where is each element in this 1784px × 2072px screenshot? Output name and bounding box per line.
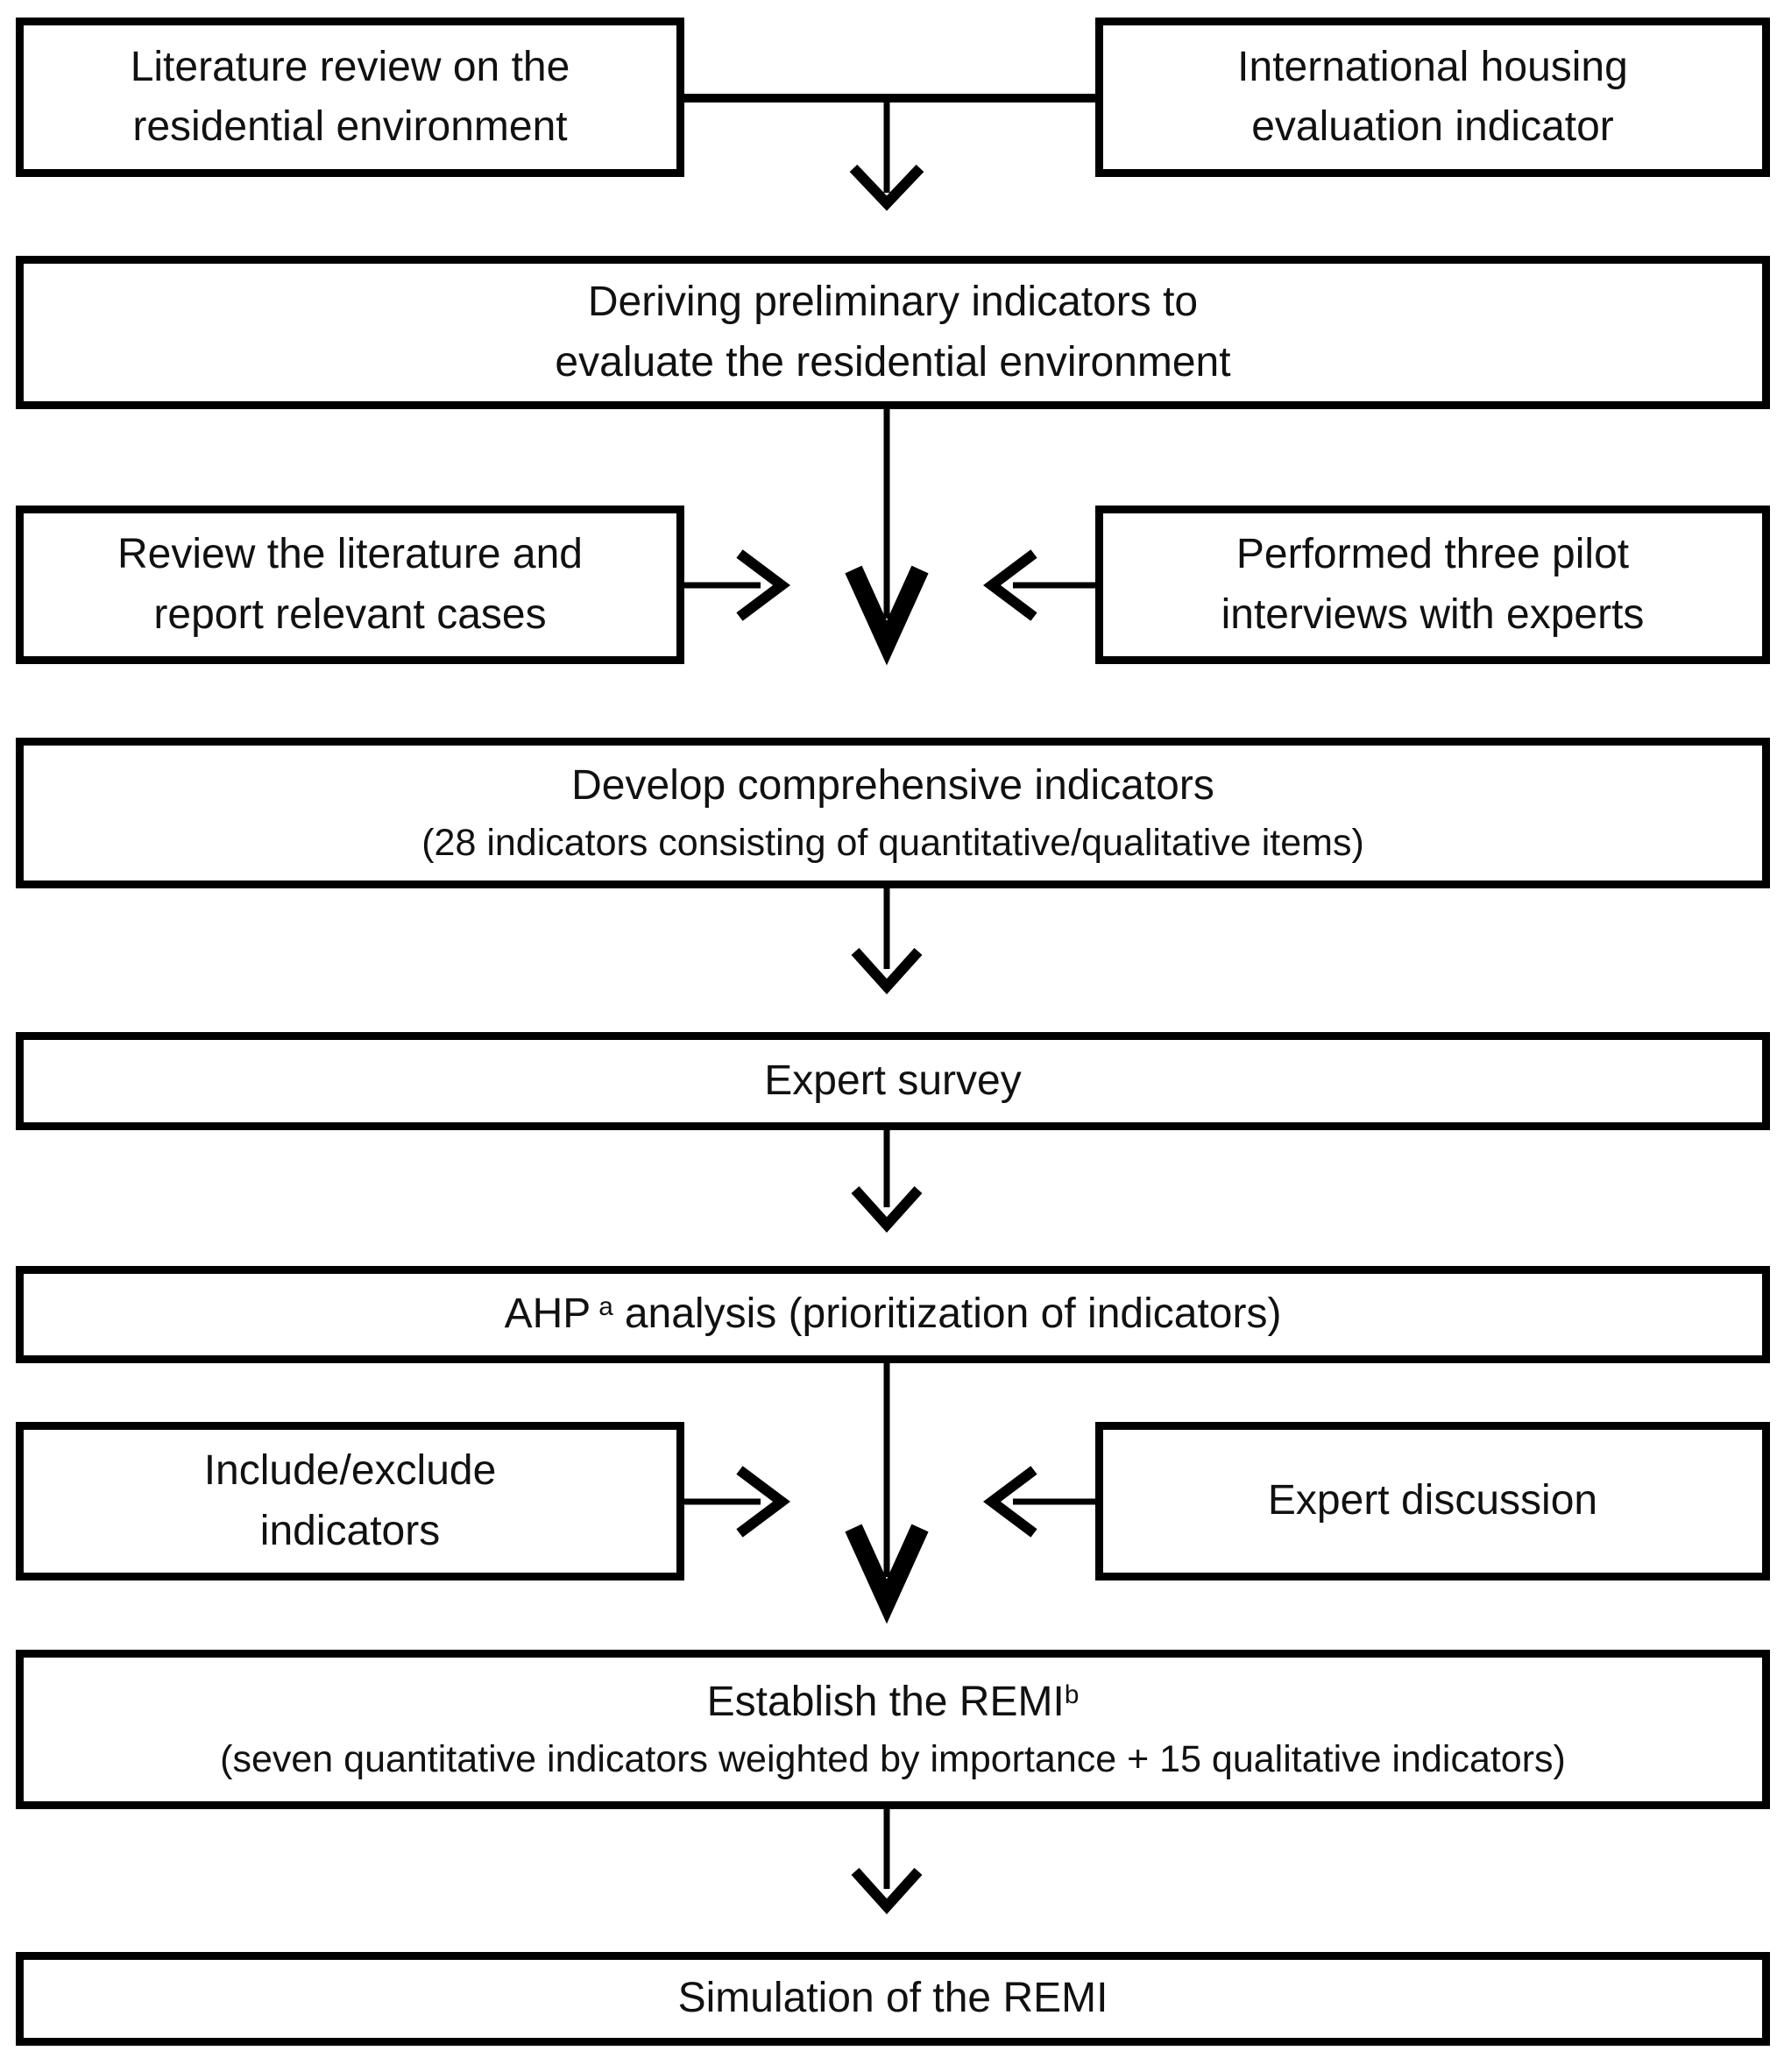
node-include-exclude-line1: Include/exclude [203, 1447, 497, 1495]
node-pilot-interviews: Performed three pilot interviews with ex… [1095, 506, 1770, 664]
node-develop-comprehensive: Develop comprehensive indicators (28 ind… [16, 738, 1770, 888]
node-preliminary-indicators-line1: Deriving preliminary indicators to [587, 279, 1199, 326]
node-pilot-interviews-line1: Performed three pilot [1235, 531, 1630, 578]
connector-top-tee [684, 94, 1101, 211]
node-establish-remi-line1: Establish the REMIb [707, 1672, 1080, 1732]
ahp-superscript-a: a [598, 1291, 613, 1321]
ahp-text: AHP [504, 1291, 591, 1338]
node-include-exclude: Include/exclude indicators [16, 1422, 684, 1581]
node-expert-survey: Expert survey [16, 1032, 1770, 1130]
node-international-housing: International housing evaluation indicat… [1095, 18, 1770, 177]
node-preliminary-indicators: Deriving preliminary indicators to evalu… [16, 256, 1770, 409]
node-establish-remi-line2: (seven quantitative indicators weighted … [220, 1737, 1566, 1780]
arrow-left-icon [983, 1466, 1037, 1538]
node-international-housing-line2: evaluation indicator [1251, 103, 1614, 150]
arrow-left-icon [983, 549, 1037, 621]
node-pilot-interviews-line2: interviews with experts [1221, 590, 1645, 638]
node-review-cases: Review the literature and report relevan… [16, 506, 684, 664]
connector-include-right-arrow [684, 1466, 790, 1538]
node-literature-review: Literature review on the residential env… [16, 18, 684, 177]
remi-superscript-b: b [1064, 1680, 1080, 1709]
connector-merge-1 [845, 409, 929, 666]
arrow-down-icon [849, 164, 924, 211]
connector-develop-to-survey [851, 888, 923, 994]
bold-arrow-down-icon [845, 1524, 929, 1624]
node-literature-review-line1: Literature review on the [130, 43, 570, 90]
connector-discussion-left-arrow [983, 1466, 1101, 1538]
node-simulation-label: Simulation of the REMI [677, 1975, 1108, 2022]
node-expert-survey-label: Expert survey [764, 1057, 1022, 1104]
arrow-right-icon [736, 549, 790, 621]
establish-remi-text: Establish the REMI [706, 1679, 1065, 1726]
node-establish-remi: Establish the REMIb (seven quantitative … [16, 1650, 1770, 1809]
node-expert-discussion: Expert discussion [1095, 1422, 1770, 1581]
connector-survey-to-ahp [851, 1130, 923, 1233]
connector-review-right-arrow [684, 549, 790, 621]
node-literature-review-line2: residential environment [132, 103, 568, 150]
bold-arrow-down-icon [845, 565, 929, 666]
node-develop-comprehensive-line1: Develop comprehensive indicators [571, 762, 1214, 810]
node-review-cases-line2: report relevant cases [153, 590, 547, 638]
arrow-down-icon [851, 1185, 923, 1233]
node-review-cases-line1: Review the literature and [117, 531, 583, 578]
ahp-analysis-text: analysis (prioritization of indicators) [624, 1291, 1282, 1338]
node-expert-discussion-label: Expert discussion [1267, 1477, 1598, 1524]
connector-merge-2 [845, 1363, 929, 1624]
node-develop-comprehensive-line2: (28 indicators consisting of quantitativ… [421, 821, 1364, 864]
node-simulation: Simulation of the REMI [16, 1952, 1770, 2046]
arrow-down-icon [851, 1867, 923, 1914]
connector-remi-to-simulation [851, 1809, 923, 1914]
arrow-down-icon [851, 947, 923, 994]
node-preliminary-indicators-line2: evaluate the residential environment [555, 338, 1231, 385]
arrow-right-icon [736, 1466, 790, 1538]
node-include-exclude-line2: indicators [259, 1507, 441, 1554]
node-international-housing-line1: International housing [1237, 43, 1628, 90]
connector-pilot-left-arrow [983, 549, 1101, 621]
